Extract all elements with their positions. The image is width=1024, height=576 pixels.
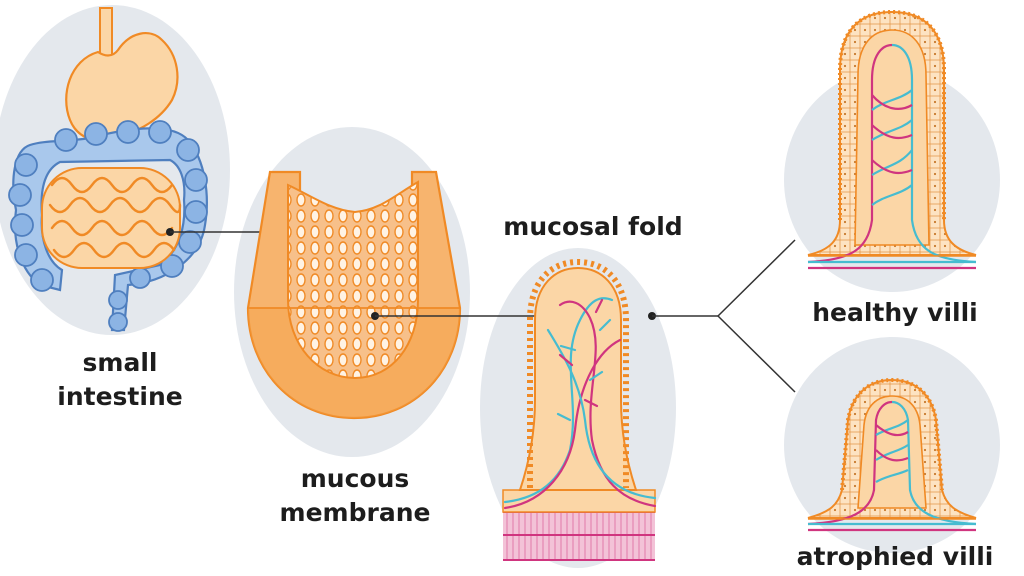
small-intestine-illustration bbox=[8, 7, 208, 332]
label-small-intestine: small intestine bbox=[40, 346, 200, 414]
mucous-membrane-illustration bbox=[246, 170, 462, 420]
fold-vessels bbox=[503, 297, 657, 510]
label-small-intestine-line1: small bbox=[82, 348, 158, 377]
label-mucous-membrane: mucous membrane bbox=[270, 462, 440, 530]
esophagus bbox=[99, 7, 113, 60]
healthy-villi-illustration bbox=[807, 9, 977, 270]
label-mucous-membrane-line1: mucous bbox=[300, 464, 410, 493]
healthy-villus-vessels bbox=[807, 43, 977, 270]
small-intestine-mass bbox=[41, 167, 181, 269]
label-healthy-villi: healthy villi bbox=[812, 298, 978, 327]
label-atrophied-villi: atrophied villi bbox=[796, 542, 994, 571]
connector-fold-villi bbox=[652, 239, 796, 393]
stomach bbox=[65, 32, 179, 143]
label-mucosal-fold: mucosal fold bbox=[503, 212, 683, 241]
label-mucous-membrane-line2: membrane bbox=[279, 498, 431, 527]
fold-villi-edge bbox=[527, 258, 629, 488]
atrophied-villus-vessels bbox=[807, 400, 977, 532]
atrophied-villi-illustration bbox=[807, 377, 977, 532]
mucosal-fold-illustration bbox=[502, 258, 657, 561]
membrane-villi-layer bbox=[287, 180, 419, 380]
atrophied-villus-edge bbox=[840, 377, 944, 491]
intestine-coils bbox=[48, 176, 182, 259]
label-small-intestine-line2: intestine bbox=[57, 382, 183, 411]
fold-body bbox=[518, 266, 638, 491]
colon-bumps bbox=[8, 120, 208, 332]
